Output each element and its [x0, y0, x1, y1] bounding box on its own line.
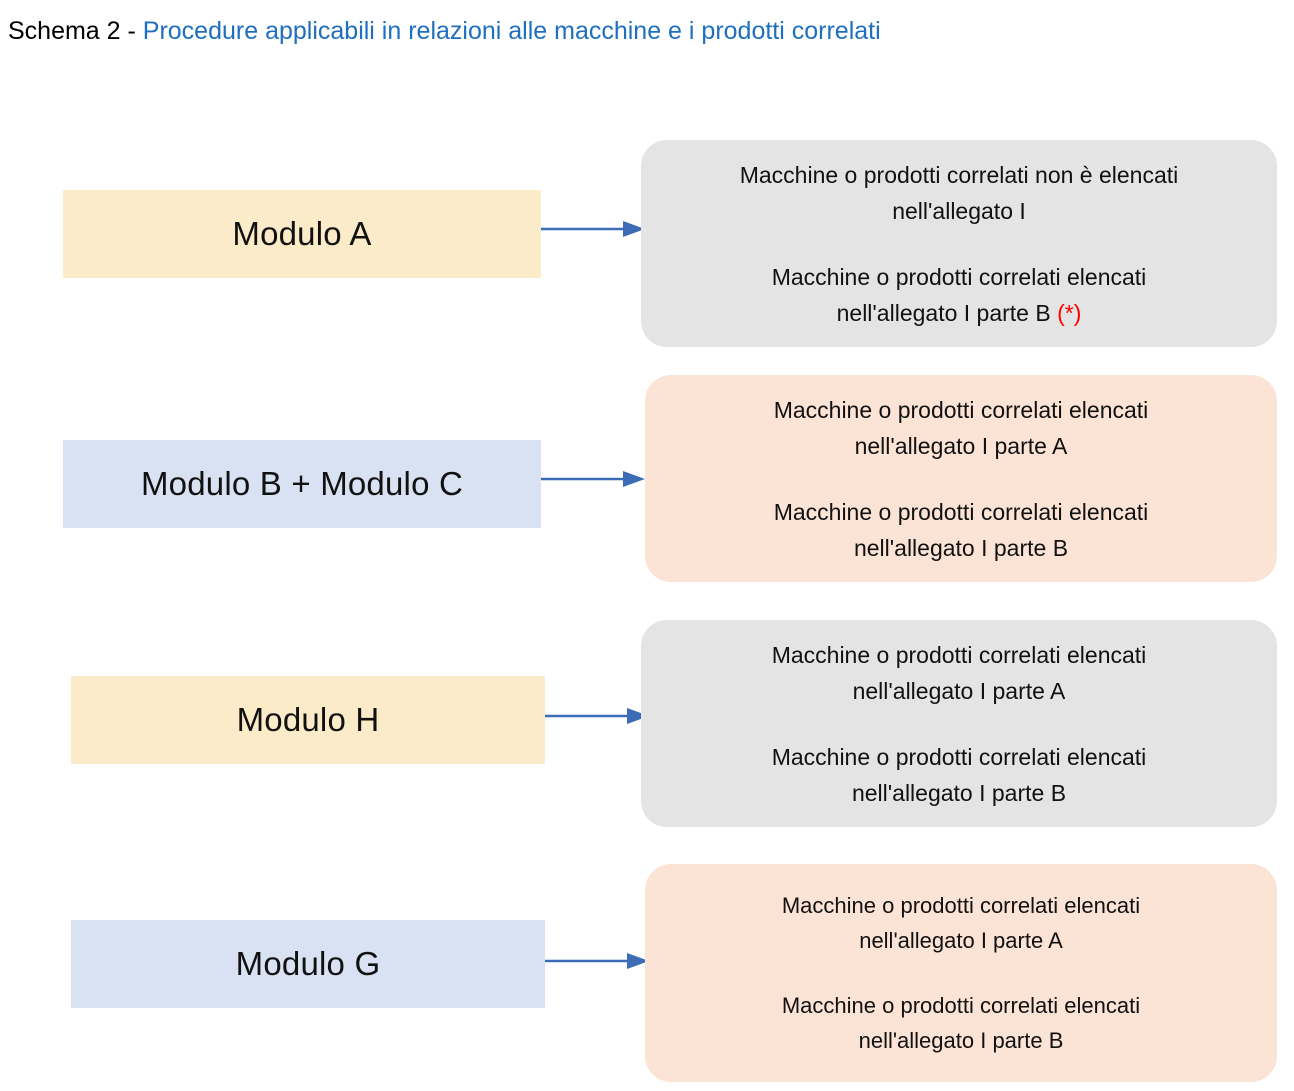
description-line: Macchine o prodotti correlati elencati [781, 893, 1141, 918]
description-line: nell'allegato I parte A [854, 432, 1068, 459]
arrow-right-icon [541, 218, 645, 242]
description-line: nell'allegato I parte B [858, 1028, 1064, 1053]
description-line: nell'allegato I [892, 197, 1026, 224]
arrow-right-icon [541, 468, 645, 492]
description-line: Macchine o prodotti correlati elencati [773, 498, 1149, 525]
description-paragraph: Macchine o prodotti correlati non è elen… [740, 157, 1179, 229]
description-line: Macchine o prodotti correlati elencati [771, 263, 1147, 290]
description-line: nell'allegato I parte B [836, 299, 1058, 326]
description-box-3: Macchine o prodotti correlati elencati n… [641, 620, 1277, 827]
module-label: Modulo H [236, 701, 380, 738]
description-paragraph: Macchine o prodotti correlati elencati n… [782, 888, 1140, 958]
description-line: Macchine o prodotti correlati elencati [771, 743, 1147, 770]
module-box-a[interactable]: Modulo A [63, 190, 541, 278]
arrow-right-icon [545, 950, 649, 974]
module-label: Modulo G [235, 945, 381, 982]
page-title: Schema 2 - Procedure applicabili in rela… [8, 16, 881, 46]
description-line: nell'allegato I parte A [852, 677, 1066, 704]
description-box-4: Macchine o prodotti correlati elencati n… [645, 864, 1277, 1082]
page-title-prefix: Schema 2 [8, 17, 121, 45]
module-box-b-c[interactable]: Modulo B + Modulo C [63, 440, 541, 528]
description-paragraph: Macchine o prodotti correlati elencati n… [772, 637, 1147, 709]
module-box-h[interactable]: Modulo H [71, 676, 545, 764]
module-label: Modulo A [232, 215, 372, 252]
arrow-right-icon [545, 705, 649, 729]
module-label: Modulo B + Modulo C [140, 465, 464, 502]
description-line: Macchine o prodotti correlati elencati [781, 993, 1141, 1018]
description-line: nell'allegato I parte A [859, 928, 1063, 953]
description-paragraph: Macchine o prodotti correlati elencati n… [782, 988, 1140, 1058]
description-line: Macchine o prodotti correlati elencati [773, 396, 1149, 423]
page-title-accent: Procedure applicabili in relazioni alle … [142, 17, 881, 45]
description-line: Macchine o prodotti correlati elencati [771, 641, 1147, 668]
description-box-1: Macchine o prodotti correlati non è elen… [641, 140, 1277, 347]
description-paragraph: Macchine o prodotti correlati elencati n… [774, 392, 1149, 464]
asterisk-marker: (*) [1057, 299, 1082, 326]
description-paragraph: Macchine o prodotti correlati elencati n… [772, 259, 1147, 331]
description-line: nell'allegato I parte B [851, 779, 1067, 806]
description-paragraph: Macchine o prodotti correlati elencati n… [772, 739, 1147, 811]
description-box-2: Macchine o prodotti correlati elencati n… [645, 375, 1277, 582]
page-title-separator: - [120, 17, 143, 45]
description-line: Macchine o prodotti correlati non è elen… [739, 161, 1179, 188]
module-box-g[interactable]: Modulo G [71, 920, 545, 1008]
description-line: nell'allegato I parte B [853, 534, 1069, 561]
description-paragraph: Macchine o prodotti correlati elencati n… [774, 494, 1149, 566]
